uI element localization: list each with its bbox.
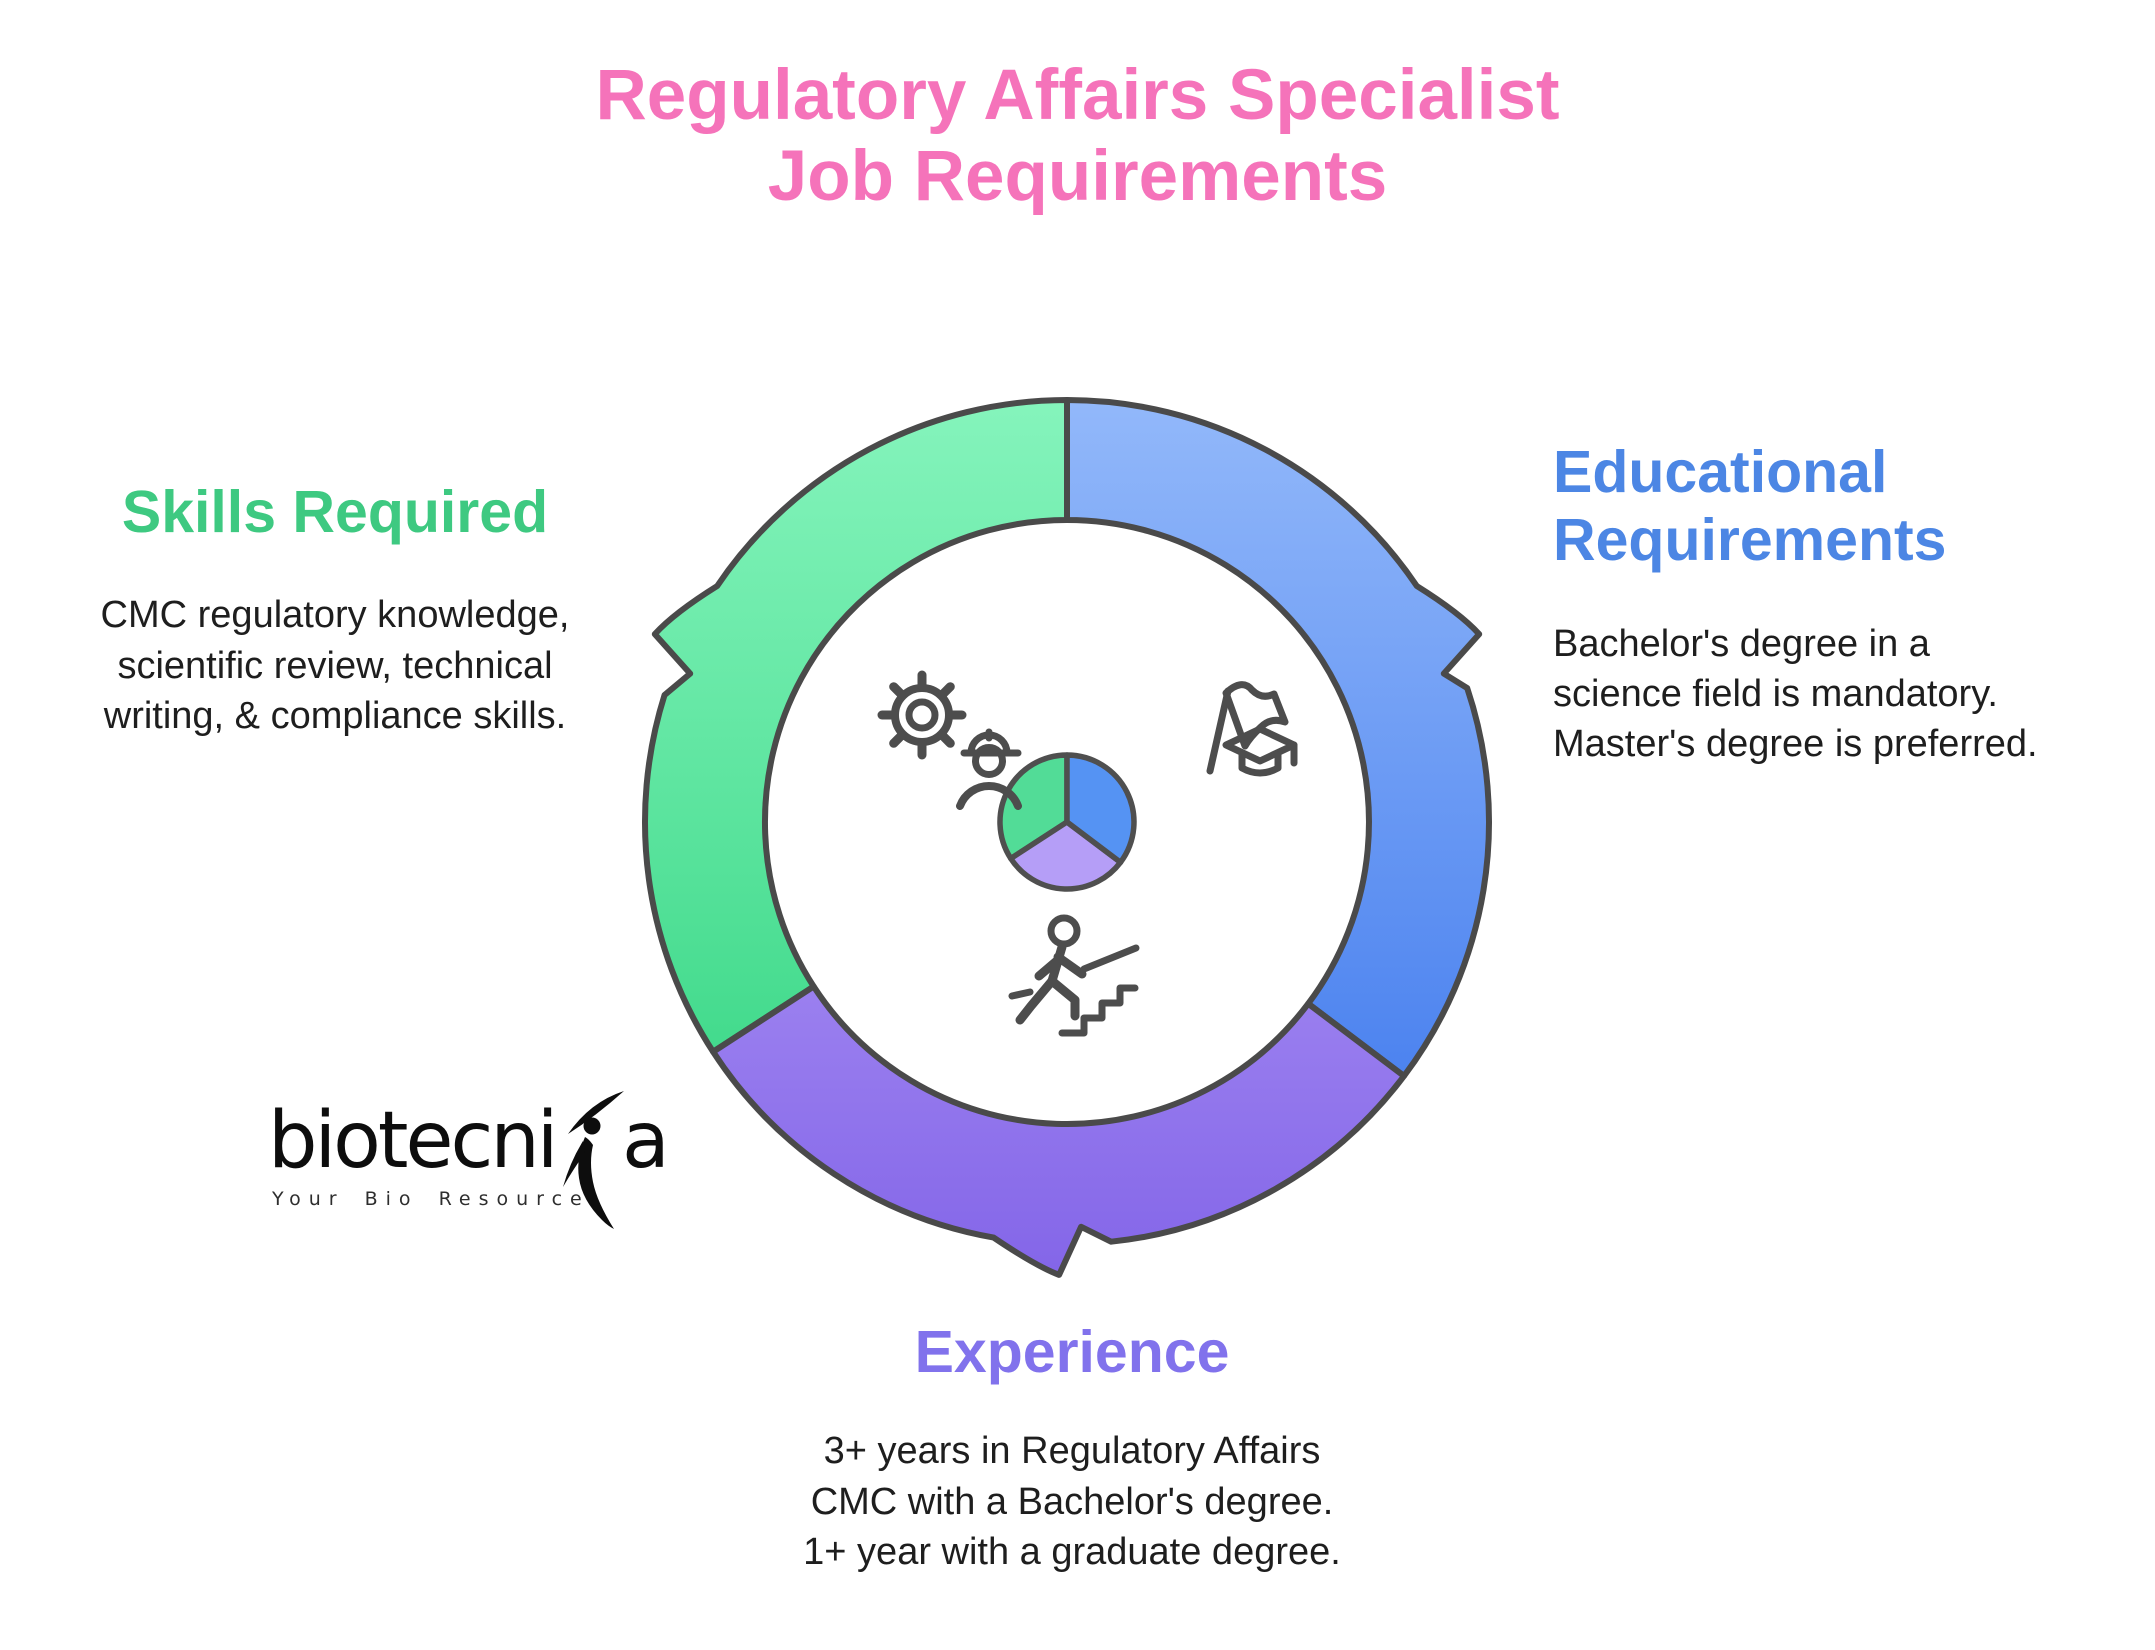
center-pie-blue: [1064, 752, 1137, 866]
gear-engineer-icon: [877, 670, 1022, 810]
page-title: Regulatory Affairs Specialist Job Requir…: [0, 56, 2155, 218]
education-heading-line1: Educational: [1553, 439, 1888, 505]
skills-heading: Skills Required: [121, 479, 549, 545]
experience-body-line: 1+ year with a graduate degree.: [803, 1530, 1341, 1573]
education-body-line: science field is mandatory.: [1553, 673, 1998, 716]
section-skills: Skills Required CMC regulatory knowledge…: [30, 478, 640, 741]
dancer-figure-icon: [563, 1091, 624, 1229]
experience-heading: Experience: [914, 1319, 1230, 1385]
section-education: Educational Requirements Bachelor's degr…: [1553, 438, 2133, 769]
flag-graduation-cap-icon: [1206, 681, 1298, 777]
person-climbing-stairs-icon: [1008, 914, 1140, 1037]
logo-text-right: a: [622, 1096, 670, 1186]
education-heading-line2: Requirements: [1553, 507, 1947, 574]
cycle-ring-diagram: [642, 397, 1493, 1278]
experience-body-line: 3+ years in Regulatory Affairs: [823, 1430, 1321, 1473]
skills-body-line: writing, & compliance skills.: [103, 694, 567, 737]
biotecnika-logo: biotecni a Your Bio Resource: [268, 1088, 688, 1253]
page-title-line2: Job Requirements: [767, 136, 1388, 216]
page-title-line1: Regulatory Affairs Specialist: [595, 56, 1560, 135]
skills-body: CMC regulatory knowledge, scientific rev…: [30, 590, 640, 740]
ring-segment-experience: [710, 983, 1407, 1278]
education-body: Bachelor's degree in a science field is …: [1553, 619, 2133, 769]
education-body-line: Bachelor's degree in a: [1553, 622, 1930, 665]
education-body-line: Master's degree is preferred.: [1553, 723, 2038, 766]
experience-body-line: CMC with a Bachelor's degree.: [810, 1480, 1334, 1523]
logo-tagline: Your Bio Resource: [272, 1188, 590, 1210]
skills-body-line: CMC regulatory knowledge,: [100, 594, 570, 637]
section-experience: Experience 3+ years in Regulatory Affair…: [747, 1318, 1397, 1577]
skills-body-line: scientific review, technical: [117, 644, 553, 687]
center-pie: [997, 752, 1137, 892]
ring-segment-skills: [642, 397, 1070, 1055]
center-pie-purple: [1008, 819, 1124, 892]
logo-text-left: biotecni: [268, 1096, 558, 1186]
education-heading: Educational Requirements: [1553, 438, 2133, 575]
experience-body: 3+ years in Regulatory Affairs CMC with …: [747, 1426, 1397, 1576]
ring-segment-education: [1064, 397, 1493, 1079]
